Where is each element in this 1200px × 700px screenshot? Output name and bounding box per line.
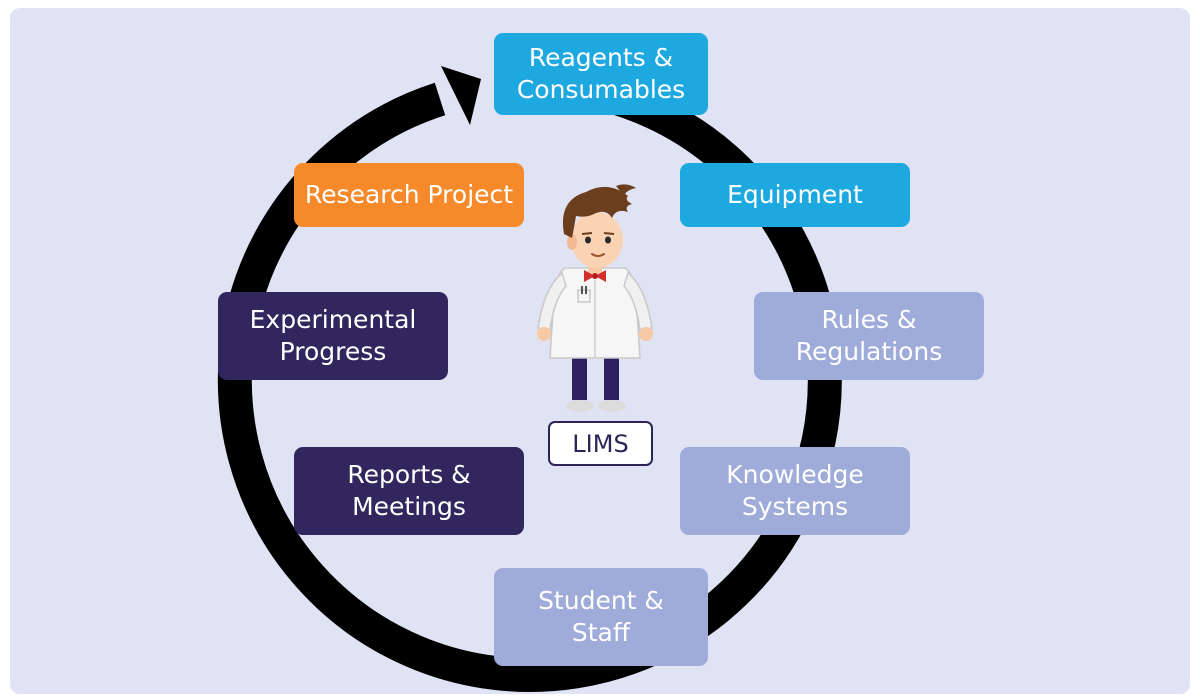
node-label: Rules & Regulations: [795, 305, 943, 366]
center-lims-label: LIMS: [548, 421, 653, 466]
node-label: Reagents & Consumables: [516, 43, 686, 104]
node-label: Research Project: [304, 180, 514, 209]
node-knowledge-systems: Knowledge Systems: [680, 447, 910, 535]
scientist-illustration: [537, 184, 653, 412]
node-reports-meetings: Reports & Meetings: [294, 447, 524, 535]
node-label: Experimental Progress: [249, 305, 417, 366]
node-rules-regulations: Rules & Regulations: [754, 292, 984, 380]
node-label: Knowledge Systems: [726, 460, 864, 521]
node-label: Student & Staff: [538, 586, 664, 647]
node-label: Equipment: [727, 180, 863, 209]
node-research-project: Research Project: [294, 163, 524, 227]
node-equipment: Equipment: [680, 163, 910, 227]
node-reagents-consumables: Reagents & Consumables: [494, 33, 708, 115]
node-experimental-progress: Experimental Progress: [218, 292, 448, 380]
center-label-text: LIMS: [572, 429, 629, 458]
node-student-staff: Student & Staff: [494, 568, 708, 666]
cycle-arrowhead-icon: [441, 66, 481, 125]
node-label: Reports & Meetings: [347, 460, 471, 521]
